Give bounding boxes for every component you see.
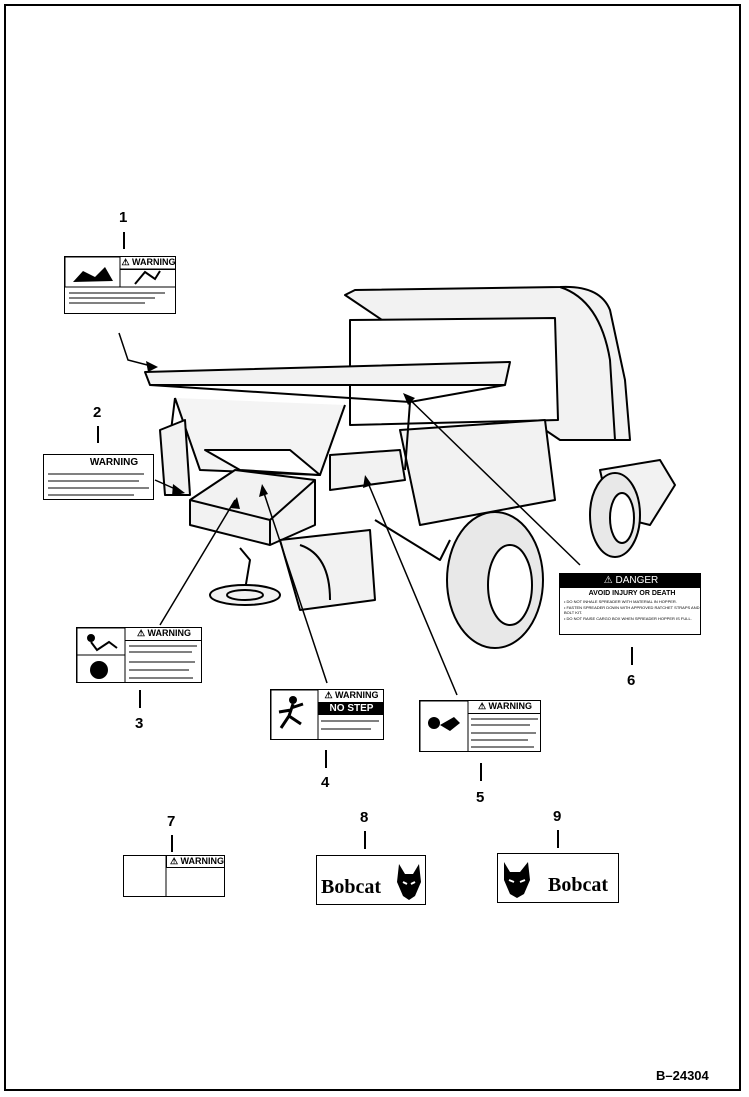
decal-3-header: ⚠ WARNING: [125, 628, 201, 641]
callout-3: 3: [135, 715, 144, 732]
decal-1: ⚠ WARNING: [64, 256, 176, 314]
decal-2: WARNING: [43, 454, 154, 500]
callout-7: 7: [167, 813, 176, 830]
decal-1-pictograms: [65, 257, 175, 304]
bobcat-head-icon-left: [504, 862, 530, 898]
decal-7-divider: [165, 856, 167, 896]
callout-2: 2: [93, 404, 102, 421]
callout-8: 8: [360, 809, 369, 826]
decal-4-pictograms: [271, 690, 379, 739]
callout-1: 1: [119, 209, 128, 226]
callout-5: 5: [476, 789, 485, 806]
decal-6-line-2: • FASTEN SPREADER DOWN WITH APPROVED RAT…: [564, 605, 700, 615]
decal-5-pictograms: [420, 701, 538, 751]
callout-6: 6: [627, 672, 636, 689]
decal-9-brand-text: Bobcat: [548, 874, 608, 896]
decal-5: ⚠ WARNING: [419, 700, 541, 752]
decal-6: ⚠ DANGER AVOID INJURY OR DEATH • DO NOT …: [559, 573, 701, 635]
decal-3-pictograms: [77, 628, 197, 682]
decal-2-header: WARNING: [84, 457, 144, 468]
decal-3: ⚠ WARNING: [76, 627, 202, 683]
decal-2-text-lines: [48, 473, 149, 496]
decal-6-line-3: • DO NOT RAISE CARGO BOX WHEN SPREADER H…: [564, 616, 692, 621]
bobcat-head-icon: [397, 864, 421, 900]
decal-9: Bobcat: [497, 853, 619, 903]
page-border: [4, 4, 741, 1091]
decal-8: Bobcat: [316, 855, 426, 905]
decal-8-brand-text: Bobcat: [321, 876, 381, 898]
callout-9: 9: [553, 808, 562, 825]
decal-6-header: ⚠ DANGER: [560, 574, 700, 588]
decal-4: ⚠ WARNING NO STEP: [270, 689, 384, 740]
callout-4: 4: [321, 774, 330, 791]
decal-6-line-1: • DO NOT INHALE SPREADER WITH MATERIAL I…: [564, 599, 677, 604]
decal-7: ⚠ WARNING: [123, 855, 225, 897]
decal-6-subheader: AVOID INJURY OR DEATH: [588, 590, 676, 597]
decal-4-subheader: NO STEP: [318, 702, 383, 715]
figure-code: B–24304: [656, 1068, 709, 1083]
decal-5-header: ⚠ WARNING: [468, 701, 540, 714]
